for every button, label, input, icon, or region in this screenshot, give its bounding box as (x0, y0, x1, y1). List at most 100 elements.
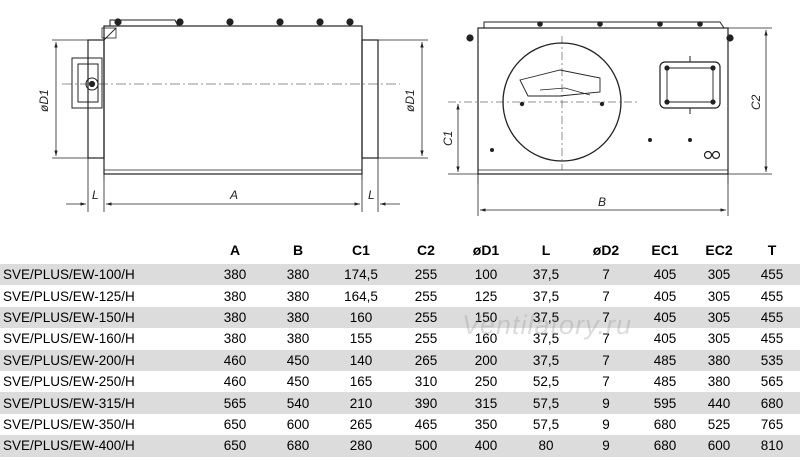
value-cell: 250 (474, 374, 498, 390)
value-cell: 460 (223, 374, 247, 390)
value-cell: 255 (414, 331, 438, 347)
value-cell: 160 (326, 306, 396, 329)
value-cell: 455 (744, 306, 800, 329)
header-2: B (292, 242, 304, 258)
header-10: T (767, 242, 777, 258)
value-cell: 455 (744, 264, 800, 286)
value-cell: 210 (326, 392, 396, 414)
value-cell: 350 (474, 416, 498, 432)
side-l-right-label: L (368, 188, 375, 202)
value-cell: 380 (270, 264, 326, 286)
value-cell: 650 (200, 435, 270, 457)
value-cell: 535 (744, 349, 800, 371)
model-cell: SVE/PLUS/EW-125/H (3, 288, 135, 304)
value-cell: 405 (653, 331, 677, 347)
value-cell: 540 (270, 392, 326, 414)
value-cell: 57,5 (532, 416, 560, 432)
value-cell: 380 (200, 264, 270, 286)
value-cell: 565 (760, 374, 784, 390)
header-4: C2 (417, 242, 435, 258)
value-cell: 125 (474, 288, 498, 304)
value-cell: 465 (414, 416, 438, 432)
value-cell: 310 (414, 374, 438, 390)
value-cell: 600 (694, 435, 744, 457)
side-dia-right-label: øD1 (403, 89, 417, 112)
value-cell: 37,5 (532, 331, 560, 347)
value-cell: 525 (707, 416, 731, 432)
value-cell: 485 (653, 374, 677, 390)
value-cell: 80 (516, 435, 576, 457)
value-cell: 765 (760, 416, 784, 432)
value-cell: 7 (602, 331, 610, 347)
value-cell: 280 (326, 435, 396, 457)
header-8: EC1 (651, 242, 679, 258)
value-cell: 7 (602, 374, 610, 390)
value-cell: 57,5 (516, 392, 576, 414)
header-1: A (229, 242, 241, 258)
value-cell: 255 (396, 306, 456, 329)
value-cell: 650 (223, 416, 247, 432)
value-cell: 9 (602, 416, 610, 432)
side-view-drawing (62, 18, 400, 180)
value-cell: 155 (349, 331, 373, 347)
value-cell: 485 (636, 349, 694, 371)
value-cell: 305 (707, 288, 731, 304)
front-c1-label: C1 (441, 131, 455, 146)
value-cell: 680 (744, 392, 800, 414)
value-cell: 37,5 (516, 349, 576, 371)
side-dia-left-label: øD1 (37, 89, 51, 112)
value-cell: 37,5 (516, 306, 576, 329)
value-cell: 600 (286, 416, 310, 432)
front-view-dimensions (448, 27, 772, 216)
model-cell: SVE/PLUS/EW-200/H (0, 349, 200, 371)
value-cell: 7 (576, 306, 636, 329)
value-cell: 440 (694, 392, 744, 414)
value-cell: 390 (396, 392, 456, 414)
header-5: øD1 (472, 242, 500, 258)
value-cell: 380 (223, 331, 247, 347)
front-b-label: B (598, 195, 606, 209)
value-cell: 405 (636, 306, 694, 329)
value-cell: 164,5 (344, 288, 378, 304)
value-cell: 255 (396, 264, 456, 286)
value-cell: 380 (270, 306, 326, 329)
front-c2-label: C2 (749, 94, 763, 110)
value-cell: 7 (576, 349, 636, 371)
value-cell: 380 (200, 306, 270, 329)
value-cell: 9 (576, 392, 636, 414)
value-cell: 405 (653, 288, 677, 304)
value-cell: 500 (396, 435, 456, 457)
front-view-drawing (448, 21, 734, 184)
value-cell: 595 (636, 392, 694, 414)
header-7: øD2 (592, 242, 620, 258)
value-cell: 810 (744, 435, 800, 457)
value-cell: 100 (456, 264, 516, 286)
value-cell: 37,5 (532, 288, 560, 304)
value-cell: 380 (286, 331, 310, 347)
value-cell: 450 (270, 349, 326, 371)
model-cell: SVE/PLUS/EW-150/H (0, 306, 200, 329)
value-cell: 140 (326, 349, 396, 371)
value-cell: 174,5 (326, 264, 396, 286)
header-9: EC2 (705, 242, 733, 258)
value-cell: 565 (200, 392, 270, 414)
header-3: C1 (352, 242, 370, 258)
value-cell: 305 (707, 331, 731, 347)
value-cell: 680 (653, 416, 677, 432)
value-cell: 460 (200, 349, 270, 371)
model-cell: SVE/PLUS/EW-315/H (0, 392, 200, 414)
value-cell: 265 (349, 416, 373, 432)
value-cell: 380 (286, 288, 310, 304)
value-cell: 150 (456, 306, 516, 329)
model-cell: SVE/PLUS/EW-160/H (3, 331, 135, 347)
value-cell: 405 (636, 264, 694, 286)
header-model (0, 236, 200, 264)
